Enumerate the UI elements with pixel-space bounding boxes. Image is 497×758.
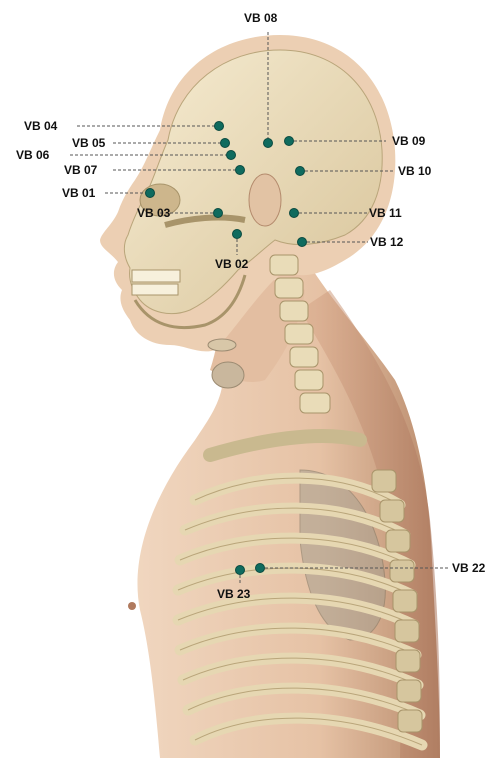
acupoint-vb02 — [233, 230, 242, 239]
acupoint-vb03 — [214, 209, 223, 218]
acupoint-vb22 — [256, 564, 265, 573]
label-vb03: VB 03 — [137, 206, 171, 220]
label-vb11: VB 11 — [369, 206, 402, 220]
label-vb06: VB 06 — [16, 148, 50, 162]
label-vb01: VB 01 — [62, 186, 96, 200]
acupoint-vb01 — [146, 189, 155, 198]
label-vb09: VB 09 — [392, 134, 426, 148]
acupoint-vb11 — [290, 209, 299, 218]
label-vb12: VB 12 — [370, 235, 404, 249]
label-vb07: VB 07 — [64, 163, 98, 177]
acupoint-vb05 — [221, 139, 230, 148]
acupoint-vb07 — [236, 166, 245, 175]
acupoint-vb10 — [296, 167, 305, 176]
label-vb02: VB 02 — [215, 257, 249, 271]
label-vb04: VB 04 — [24, 119, 58, 133]
label-vb22: VB 22 — [452, 561, 486, 575]
label-vb10: VB 10 — [398, 164, 432, 178]
acupoint-vb08 — [264, 139, 273, 148]
acupoint-vb12 — [298, 238, 307, 247]
label-vb05: VB 05 — [72, 136, 106, 150]
acupoint-vb09 — [285, 137, 294, 146]
acupoint-vb04 — [215, 122, 224, 131]
acupoint-vb06 — [227, 151, 236, 160]
acupoint-vb23 — [236, 566, 245, 575]
nipple — [128, 602, 136, 610]
label-vb08: VB 08 — [244, 11, 278, 25]
label-vb23: VB 23 — [217, 587, 251, 601]
